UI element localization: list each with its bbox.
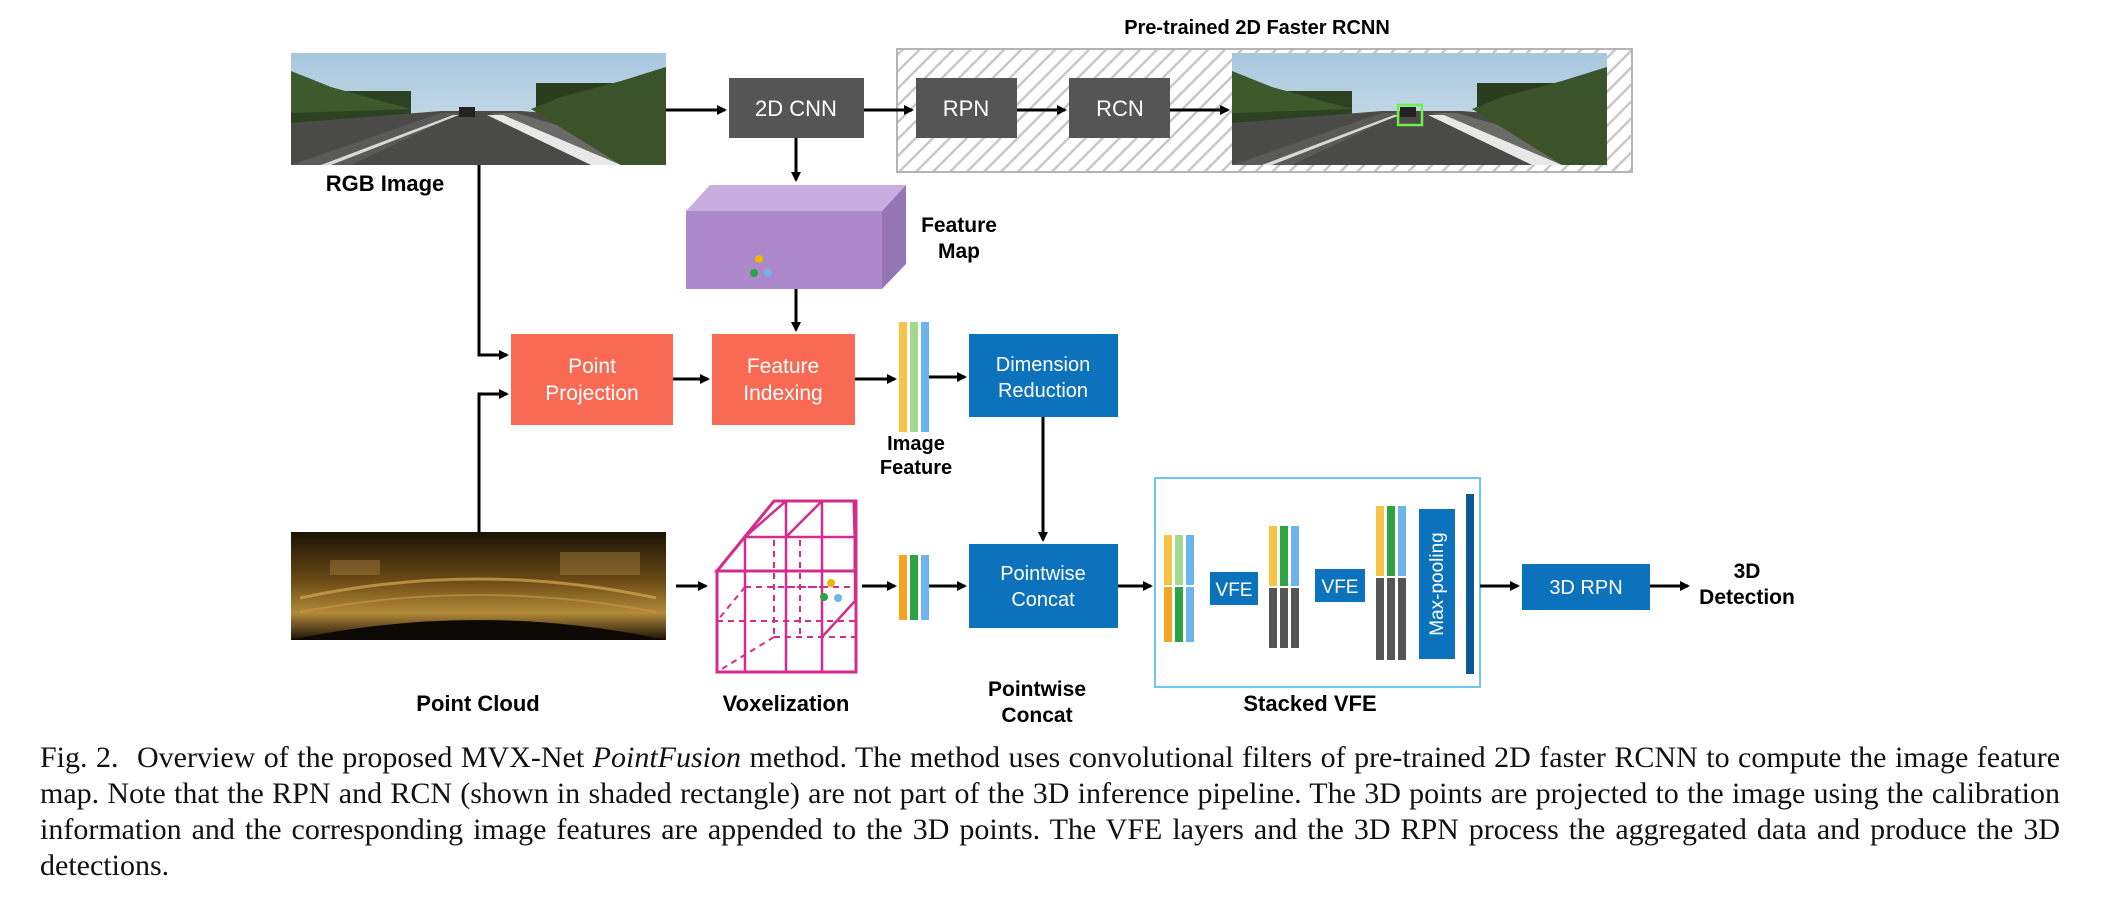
feature-map-label: Feature: [921, 214, 997, 237]
feature-map-cuboid: [686, 185, 906, 289]
image-feature-bars: [899, 322, 929, 432]
dimension-reduction-box: Dimension Reduction: [969, 334, 1118, 417]
max-pooling-box: Max-pooling: [1419, 509, 1455, 659]
svg-text:2D CNN: 2D CNN: [755, 96, 837, 121]
max-pooling-output-bar: [1466, 494, 1474, 674]
svg-text:Max-pooling: Max-pooling: [1427, 532, 1448, 636]
rgb-image-label: RGB Image: [326, 171, 445, 196]
voxelization-label: Voxelization: [723, 691, 850, 716]
svg-text:Indexing: Indexing: [743, 382, 822, 405]
vfe-box-1: VFE: [1210, 572, 1258, 605]
image-feature-label: Image: [887, 433, 945, 455]
vfe-layer-1-bars: [1269, 526, 1299, 648]
svg-text:3D RPN: 3D RPN: [1549, 577, 1622, 599]
rcn-box: RCN: [1069, 78, 1170, 138]
point-cloud-label: Point Cloud: [416, 691, 539, 716]
rpn3d-box: 3D RPN: [1522, 564, 1650, 610]
cnn-box: 2D CNN: [729, 78, 864, 138]
voxel-feature-bars: [899, 555, 929, 620]
rpn-box: RPN: [916, 78, 1017, 138]
svg-text:Concat: Concat: [1011, 589, 1075, 611]
vfe-box-2: VFE: [1315, 569, 1365, 602]
point-projection-box: Point Projection: [511, 334, 673, 425]
figure-caption: Fig. 2. Overview of the proposed MVX-Net…: [40, 740, 2060, 884]
pointwise-concat-box: Pointwise Concat: [969, 544, 1118, 628]
svg-text:Reduction: Reduction: [998, 380, 1088, 402]
pointwise-concat-label-line2: Concat: [1001, 704, 1072, 727]
svg-text:Pointwise: Pointwise: [1000, 563, 1086, 585]
svg-text:Feature: Feature: [747, 355, 819, 378]
mvx-net-architecture-figure: Pre-trained 2D Faster RCNN RGB Image 2D …: [291, 17, 1795, 727]
flow-arrows: [477, 105, 1690, 591]
caption-italic-term: PointFusion: [592, 741, 742, 774]
svg-text:VFE: VFE: [1216, 580, 1253, 601]
svg-text:Projection: Projection: [545, 382, 638, 405]
point-cloud-image: [291, 532, 666, 640]
image-feature-label-line2: Feature: [880, 457, 952, 479]
stacked-vfe-label: Stacked VFE: [1243, 691, 1376, 716]
detection-label-line2: Detection: [1699, 586, 1795, 609]
pretrained-rcnn-label: Pre-trained 2D Faster RCNN: [1124, 17, 1390, 39]
pointwise-concat-label: Pointwise: [988, 678, 1086, 701]
caption-text-2: method. The method uses convolutional fi…: [40, 741, 2061, 882]
feature-indexing-box: Feature Indexing: [712, 334, 855, 425]
rgb-image: [291, 53, 666, 165]
svg-text:Dimension: Dimension: [996, 354, 1090, 376]
caption-lead: Fig. 2.: [40, 741, 119, 774]
svg-text:Point: Point: [568, 355, 616, 378]
detection-label: 3D: [1734, 560, 1761, 583]
feature-map-label-line2: Map: [938, 240, 980, 263]
vfe-layer-2-bars: [1376, 506, 1406, 660]
svg-text:RCN: RCN: [1096, 96, 1144, 121]
caption-text-1: Overview of the proposed MVX-Net: [137, 741, 593, 774]
voxelization-grid: [713, 499, 858, 674]
svg-text:RPN: RPN: [943, 96, 989, 121]
detection-image: [1232, 53, 1607, 165]
stacked-vfe-container: [1154, 477, 1481, 688]
svg-text:VFE: VFE: [1322, 577, 1359, 598]
stacked-vfe-input-bars: [1164, 535, 1194, 642]
